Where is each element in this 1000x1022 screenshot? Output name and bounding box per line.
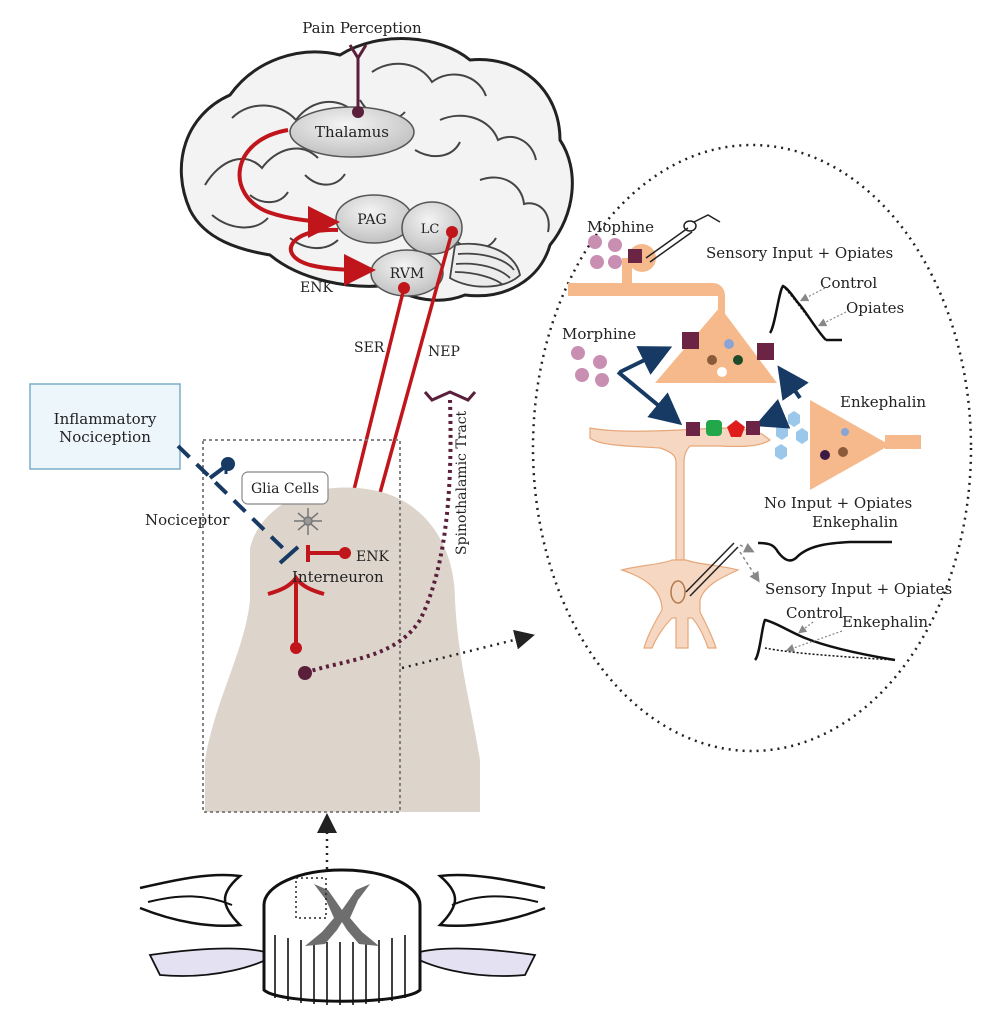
enkephalin-mid-label: Enkephalin — [812, 513, 898, 531]
enkephalin-bottom-label: Enkephalin — [842, 613, 928, 631]
mophine-label: Mophine — [587, 218, 654, 236]
inflammatory-line1: Inflammatory — [54, 410, 157, 428]
sensory-input-opiates-top: Sensory Input + Opiates — [706, 244, 893, 262]
enkephalin-arrows — [754, 365, 809, 429]
inflammatory-line2: Nociception — [59, 428, 151, 446]
morphine-label: Morphine — [562, 325, 636, 343]
control-bottom-label: Control — [786, 604, 843, 622]
trace-bottom — [753, 618, 896, 662]
spinal-cord-cross-section — [139, 868, 546, 1005]
morphine-arrows — [616, 346, 683, 426]
control-top-label: Control — [820, 274, 877, 292]
nociceptor-label: Nociceptor — [145, 511, 230, 529]
thalamus-label: Thalamus — [315, 123, 389, 141]
pag-label: PAG — [357, 212, 386, 228]
spinothalamic-tract: Spinothalamic Tract — [298, 390, 477, 680]
pipette-bottom — [685, 542, 760, 597]
cerebellum — [449, 242, 521, 288]
postsynaptic-cell-top — [655, 307, 777, 383]
spinal-zoom-box — [202, 439, 401, 813]
top-neuron — [568, 244, 777, 383]
enkephalin-cell-body — [810, 400, 890, 490]
enkephalin-cell-label: Enkephalin — [840, 393, 926, 411]
zoom-circle — [531, 143, 973, 753]
morphine-molecules — [571, 346, 609, 387]
pipette-top — [645, 214, 721, 263]
spinothalamic-label: Spinothalamic Tract — [454, 410, 470, 555]
enk-brain-label: ENK — [300, 280, 333, 296]
spinal-tissue — [205, 487, 480, 812]
glia-label: Glia Cells — [251, 481, 319, 497]
spinal-dorsal-horn — [202, 439, 480, 813]
zoom-connector — [317, 629, 535, 890]
glia-cells: Glia Cells — [241, 471, 329, 535]
pain-perception-label: Pain Perception — [302, 19, 422, 37]
rvm-label: RVM — [390, 266, 425, 282]
thalamus-node — [289, 106, 415, 158]
sensory-input-opiates-bottom: Sensory Input + Opiates — [765, 580, 952, 598]
brain-red-pathways — [237, 128, 376, 286]
trace-top — [768, 284, 847, 342]
nep-label: NEP — [428, 344, 460, 360]
mophine-molecules — [588, 235, 622, 269]
inflammatory-box: Inflammatory Nociception — [29, 383, 181, 470]
nociceptor-fiber — [176, 444, 300, 565]
lc-node — [401, 201, 463, 255]
enk-spinal-label: ENK — [356, 549, 389, 565]
opiates-label: Opiates — [846, 299, 904, 317]
gray-matter — [305, 884, 379, 946]
central-neuron — [589, 420, 772, 649]
lc-label: LC — [421, 222, 440, 237]
trace-no-input — [757, 540, 892, 562]
glia-cell-icon — [294, 508, 322, 535]
interneuron — [267, 545, 351, 654]
no-input-opiates-label: No Input + Opiates — [764, 494, 912, 512]
ser-label: SER — [354, 340, 385, 356]
interneuron-label: Interneuron — [292, 568, 384, 586]
brain-outline — [179, 37, 574, 302]
pain-perception-receptor: Pain Perception — [302, 19, 422, 118]
brain: Thalamus PAG LC RVM — [179, 37, 574, 302]
